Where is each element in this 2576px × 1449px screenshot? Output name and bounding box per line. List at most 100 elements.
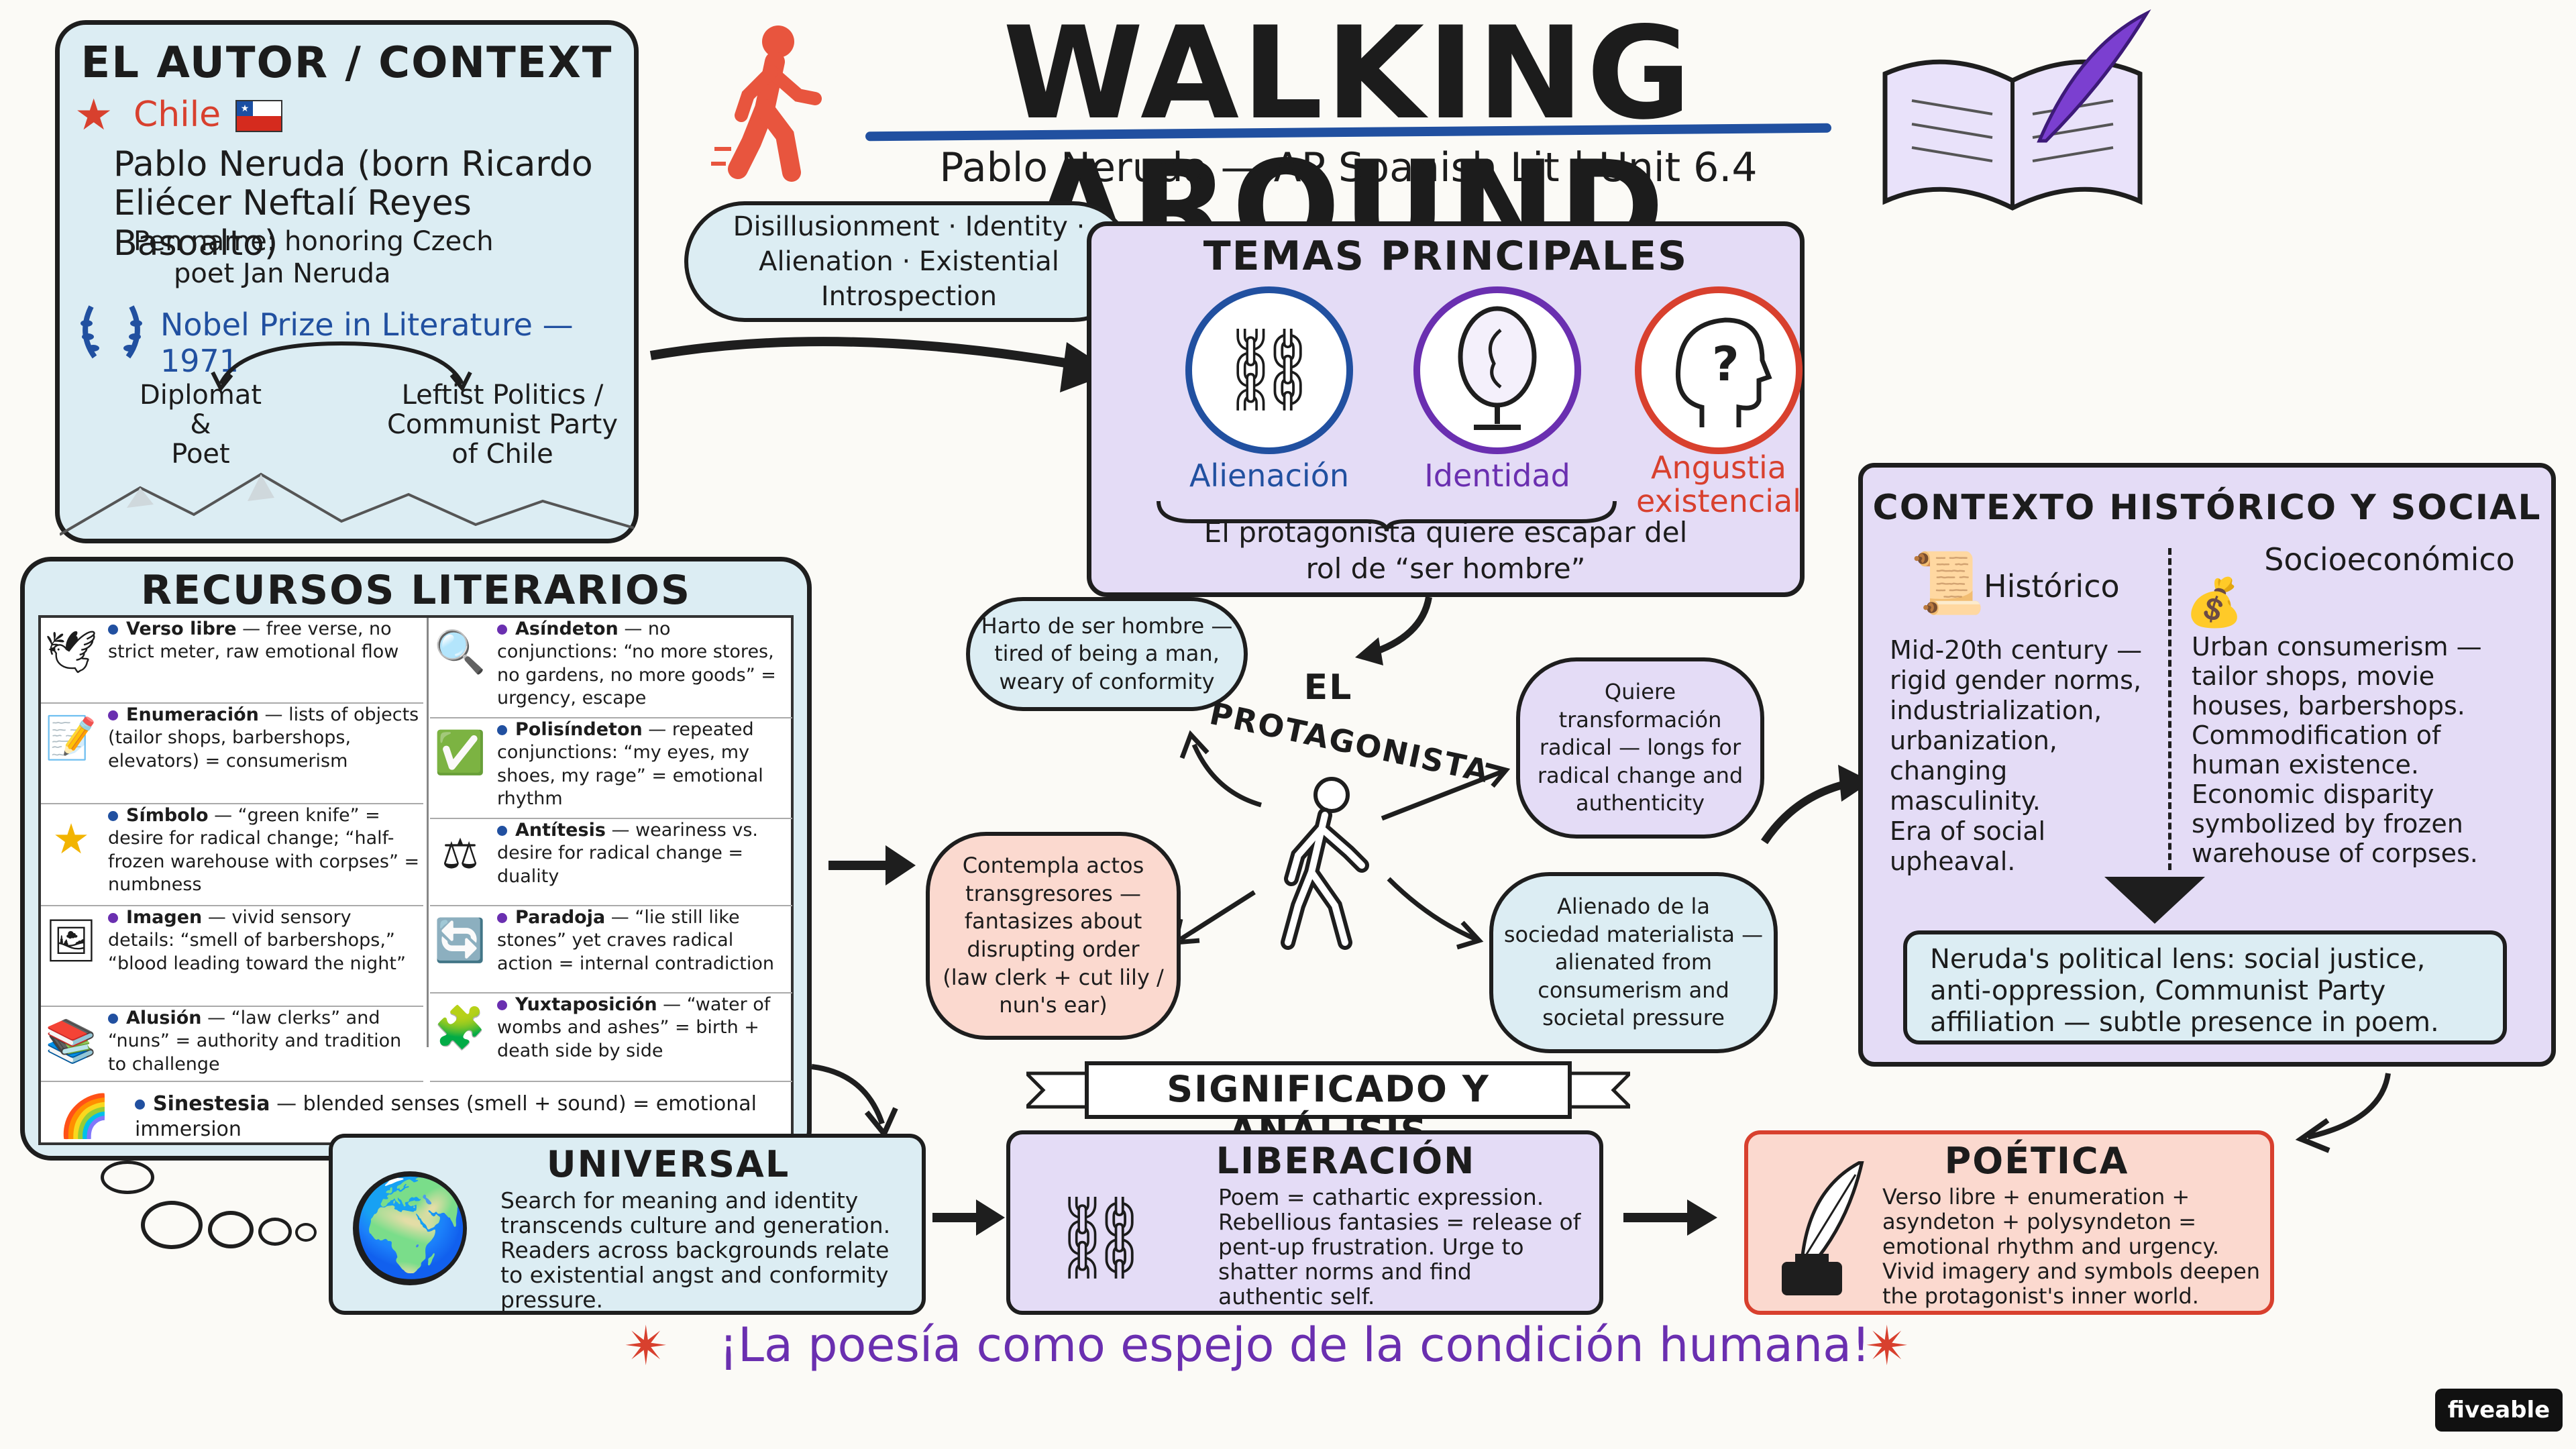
temas-note: El protagonista quiere escapar del rol d… [1091, 515, 1800, 587]
books-icon: 📚 [45, 1016, 97, 1065]
politics-line2: Communist Party [386, 409, 619, 440]
alienado-line5: societal pressure [1542, 1005, 1725, 1031]
imagen-term: Imagen [126, 907, 203, 928]
harto-line3: weary of conformity [999, 668, 1215, 694]
historico-line: rigid gender norms, [1890, 665, 2142, 695]
liberacion-panel: ⛓ LIBERACIÓN Poem = cathartic expression… [1006, 1130, 1603, 1315]
thought-bubbles [101, 1161, 322, 1249]
liberacion-line: authentic self. [1218, 1283, 1375, 1309]
liberacion-text: Poem = cathartic expression. Rebellious … [1218, 1185, 1594, 1309]
poetica-line: Vivid imagery and symbols deepen [1882, 1258, 2261, 1284]
contempla-line5: (law clerk + cut lily / [943, 964, 1164, 990]
liberacion-title: LIBERACIÓN [1216, 1140, 1476, 1182]
author-name-line2: Eliécer Neftalí Reyes Basoalto) [113, 183, 472, 264]
theme-identidad-label: Identidad [1424, 458, 1570, 494]
scales-icon: ⚖ [441, 828, 479, 878]
nobel-prize-label: Nobel Prize in Literature — 1971 [160, 307, 574, 379]
polisindeton-desc: — repeated conjunctions: “my eyes, my sh… [497, 719, 763, 809]
pen-name-line2: poet Jan Neruda [174, 258, 391, 289]
alienado-line3: alienated from [1554, 949, 1713, 975]
arrow-contexto-to-poetica [2295, 1073, 2391, 1153]
universal-line: Search for meaning and identity [500, 1187, 859, 1214]
broken-chain-icon: ⛓ [1185, 286, 1353, 454]
contempla-line6: nun's ear) [999, 992, 1108, 1018]
socio-title: Socioeconómico [2264, 541, 2515, 578]
socio-line: Urban consumerism — [2192, 632, 2482, 661]
resource-simbolo: ★ Símbolo — “green knife” = desire for r… [41, 804, 423, 906]
asindeton-desc: — no conjunctions: “no more stores, no g… [497, 619, 776, 708]
brand-logo: fiveable [2435, 1389, 2563, 1432]
liberacion-line: Poem = cathartic expression. [1218, 1184, 1544, 1210]
poetica-line: asyndeton + polysyndeton = [1882, 1209, 2197, 1234]
contempla-line1: Contempla actos [962, 853, 1144, 879]
liberacion-line: pent-up frustration. Urge to [1218, 1234, 1524, 1260]
contempla-cloud: Contempla actos transgresores — fantasiz… [926, 832, 1181, 1040]
svg-text:?: ? [1712, 337, 1739, 392]
alusion-desc: — “law clerks” and “nuns” = authority an… [108, 1008, 402, 1075]
recursos-grid: 🕊 Verso libre — free verse, no strict me… [38, 615, 794, 1145]
open-book-quill-icon [1865, 7, 2160, 221]
star-icon: ★ [74, 91, 113, 140]
contempla-line2: transgresores — [965, 880, 1141, 906]
down-arrow [2104, 877, 2205, 924]
socio-line: symbolized by frozen [2192, 809, 2463, 839]
antitesis-term: Antítesis [515, 820, 606, 841]
contexto-divider [2168, 548, 2171, 870]
mirror-icon [1413, 286, 1581, 454]
autor-panel: EL AUTOR / CONTEXT ★ Chile ★ Pablo Nerud… [55, 20, 639, 543]
temas-title: TEMAS PRINCIPALES [1203, 233, 1688, 280]
themes-cloud-line1: Disillusionment · Identity · [733, 211, 1085, 242]
historico-line: changing masculinity. [1890, 756, 2041, 816]
yuxtaposicion-desc: — “water of wombs and ashes” = birth + d… [497, 994, 771, 1061]
quiere-cloud: Quiere transformación radical — longs fo… [1516, 657, 1764, 839]
alienado-line4: consumerism and [1538, 977, 1729, 1003]
branch-arrows [211, 341, 472, 392]
resource-sinestesia: 🌈 Sinestesia — blended senses (smell + s… [41, 1082, 792, 1144]
quiere-line1: Quiere [1604, 679, 1676, 705]
theme-angustia-line1: Angustia [1651, 449, 1786, 486]
dove-icon: 🕊 [44, 627, 98, 676]
liberacion-line: shatter norms and find [1218, 1258, 1472, 1285]
rainbow-icon: 🌈 [58, 1091, 111, 1140]
themes-cloud: Disillusionment · Identity · Alienation … [684, 201, 1134, 322]
antitesis-desc: — weariness vs. desire for radical chang… [497, 820, 758, 887]
cycle-arrows-icon: 🔄 [434, 916, 486, 965]
contexto-panel: CONTEXTO HISTÓRICO Y SOCIAL 📜 Histórico … [1858, 463, 2556, 1067]
polisindeton-term: Polisíndeton [515, 719, 643, 740]
quiere-line5: authenticity [1575, 790, 1705, 816]
universal-line: to existential angst and conformity [500, 1262, 889, 1288]
verso-libre-term: Verso libre [126, 619, 237, 639]
magnifier-icon: 🔍 [434, 627, 486, 676]
resource-enumeracion: 📝 Enumeración — lists of objects (tailor… [41, 704, 423, 804]
arrow-recursos-to-contempla [828, 845, 916, 885]
historico-text: Mid-20th century — rigid gender norms, i… [1890, 635, 2158, 877]
lens-line3: affiliation — subtle presence in poem. [1930, 1007, 2439, 1038]
lens-line2: anti-oppression, Communist Party [1930, 975, 2386, 1006]
theme-angustia-line2: existencial [1636, 483, 1801, 519]
alienado-cloud: Alienado de la sociedad materialista — a… [1489, 872, 1778, 1053]
diplomat-line3: Poet [171, 439, 230, 470]
harto-cloud: Harto de ser hombre — tired of being a m… [966, 597, 1248, 711]
theme-angustia-label: Angustia existencial [1608, 451, 1829, 518]
recursos-title: RECURSOS LITERARIOS [140, 567, 692, 614]
lens-line1: Neruda's political lens: social justice, [1930, 944, 2426, 975]
enumeracion-desc: — lists of objects (tailor shops, barber… [108, 704, 419, 771]
socio-line: human existence. [2192, 750, 2419, 780]
chile-flag-icon: ★ [235, 100, 282, 132]
asindeton-term: Asíndeton [515, 619, 619, 639]
temas-note-line1: El protagonista quiere escapar del [1203, 516, 1688, 549]
quiere-line4: radical change and [1537, 762, 1743, 788]
harto-line2: tired of being a man, [994, 641, 1220, 667]
grid-divider-vertical [427, 618, 429, 1047]
socio-line: warehouse of corpses. [2192, 839, 2478, 868]
poetica-panel: POÉTICA Verso libre + enumeration + asyn… [1744, 1130, 2274, 1315]
alienado-line2: sociedad materialista — [1503, 921, 1764, 947]
paradoja-desc: — “lie still like stones” yet craves rad… [497, 907, 774, 974]
pencil-paper-icon: 📝 [45, 713, 97, 762]
temas-panel: TEMAS PRINCIPALES ⛓ ? Alienación Identid… [1087, 221, 1805, 597]
significado-banner: SIGNIFICADO Y ANÁLISIS [1026, 1060, 1630, 1152]
author-name-line1: Pablo Neruda (born Ricardo [113, 144, 593, 184]
checkmark-icon: ✅ [434, 728, 486, 777]
protagonista-title-line1: EL [1303, 667, 1353, 708]
page-subtitle: Pablo Neruda — AP Spanish Lit | Unit 6.4 [939, 144, 1758, 191]
